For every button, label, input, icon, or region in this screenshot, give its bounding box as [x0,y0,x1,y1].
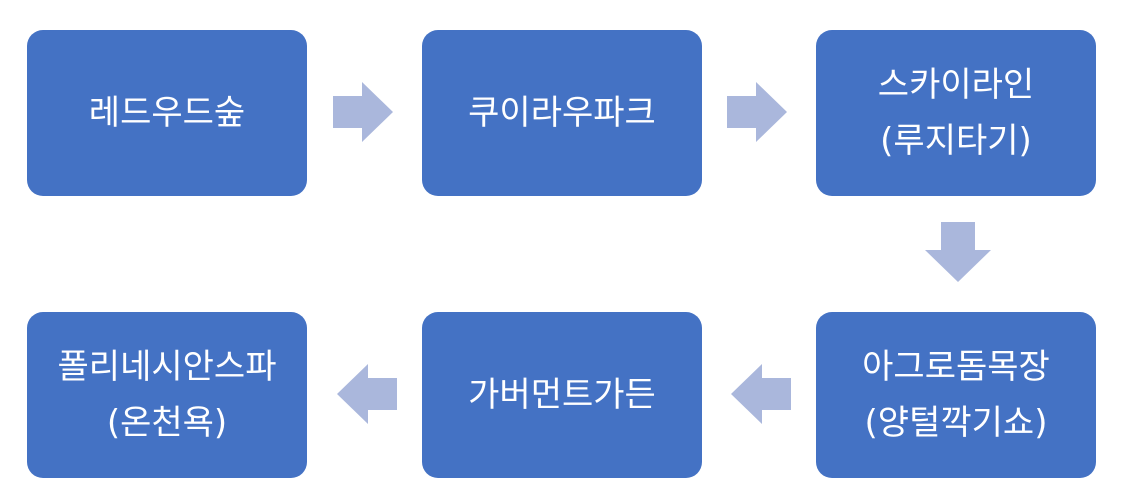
node-label: 가버먼트가든 [468,375,656,415]
flow-node-government-gardens: 가버먼트가든 [422,312,702,478]
node-sublabel: (온천욕) [106,403,228,443]
arrow-left-icon [337,364,397,424]
flow-node-agrodome-farm: 아그로돔목장 (양털깍기쇼) [816,312,1096,478]
node-label: 레드우드숲 [88,93,246,133]
flow-node-redwood-forest: 레드우드숲 [27,30,307,196]
arrow-right-icon [727,82,787,142]
arrow-left-icon [731,364,791,424]
flow-node-kuirau-park: 쿠이라우파크 [422,30,702,196]
node-label: 쿠이라우파크 [468,93,656,133]
flow-node-skyline: 스카이라인 (루지타기) [816,30,1096,196]
node-label: 스카이라인 [877,65,1035,105]
arrow-right-icon [333,82,393,142]
node-sublabel: (루지타기) [880,121,1032,161]
flow-node-polynesian-spa: 폴리네시안스파 (온천욕) [27,312,307,478]
node-label: 폴리네시안스파 [57,347,277,387]
node-label: 아그로돔목장 [862,347,1050,387]
arrow-down-icon [925,222,991,282]
node-sublabel: (양털깍기쇼) [864,403,1048,443]
